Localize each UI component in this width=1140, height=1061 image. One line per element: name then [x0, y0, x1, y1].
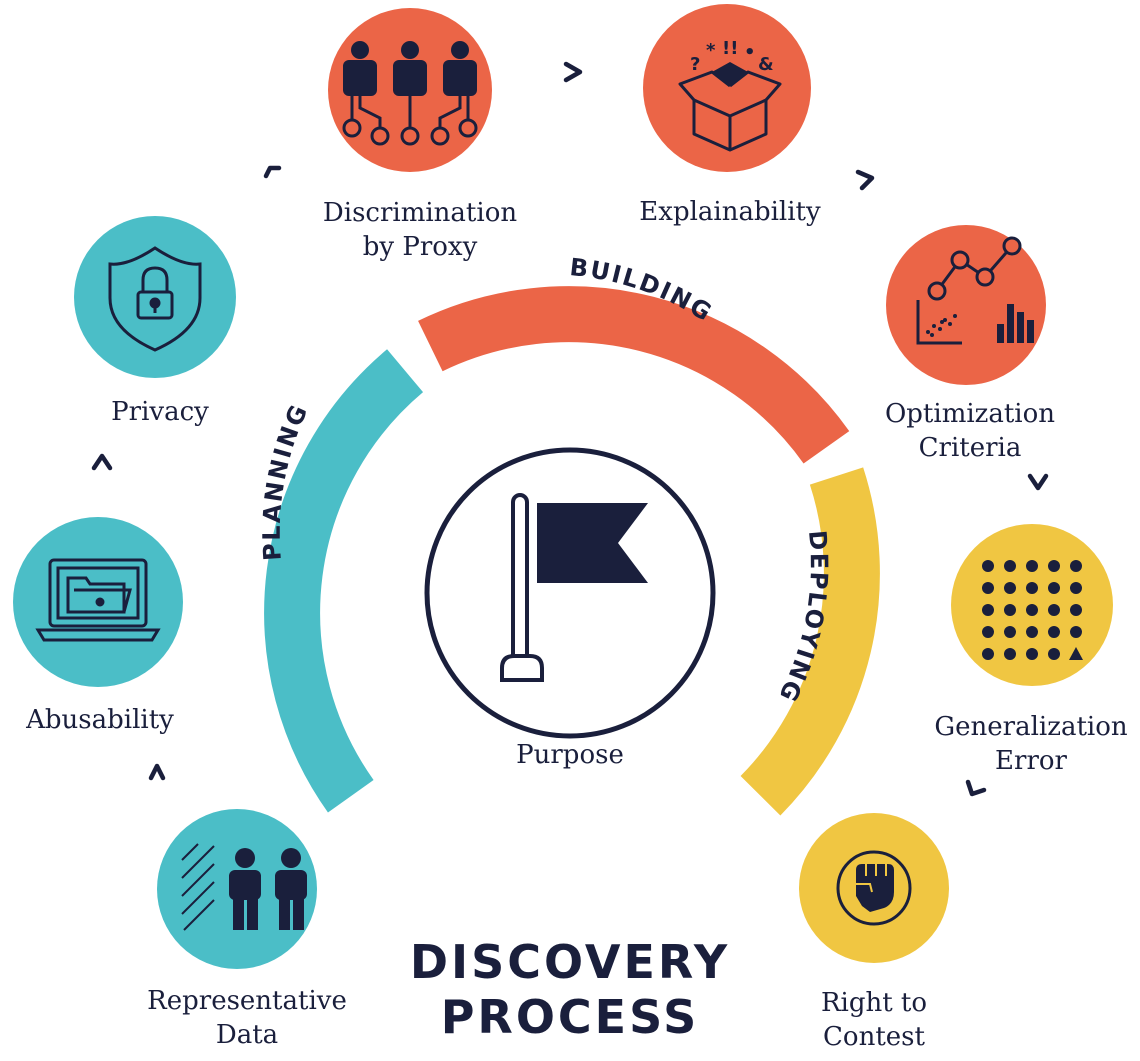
diagram-title-line1: DISCOVERY	[409, 935, 731, 989]
svg-text:!!: !!	[722, 38, 738, 59]
fist-icon	[836, 850, 912, 926]
optimization-label: Optimization Criteria	[884, 399, 1056, 463]
dot-mark	[1048, 648, 1060, 660]
dot-grid-icon	[982, 560, 1083, 660]
dot-mark	[1026, 648, 1038, 660]
dot-mark	[1048, 582, 1060, 594]
discrimination-label: Discrimination by Proxy	[322, 198, 518, 262]
chevron-icon-6	[1027, 473, 1049, 491]
network-people-icon	[342, 41, 478, 146]
laptop-folder-icon	[35, 558, 161, 642]
dot-mark	[1048, 560, 1060, 572]
chevron-icon-2	[91, 453, 113, 471]
dot-mark	[982, 626, 994, 638]
representative-data-label: Representative Data	[147, 986, 347, 1050]
charts-icon	[916, 236, 1034, 345]
flag-icon	[500, 493, 648, 682]
dot-mark	[1026, 560, 1038, 572]
dot-mark	[982, 604, 994, 616]
building-arc	[418, 286, 850, 464]
dot-mark	[982, 560, 994, 572]
deploying-arc	[740, 467, 880, 816]
dot-mark	[1026, 582, 1038, 594]
chevron-icon-7	[965, 779, 987, 797]
dot-mark	[1004, 626, 1016, 638]
dot-mark	[982, 648, 994, 660]
privacy-circle	[74, 216, 236, 378]
optimization-circle	[886, 225, 1046, 385]
dot-mark	[1004, 560, 1016, 572]
generalization-label: Generalization Error	[934, 712, 1128, 776]
planning-arc	[264, 349, 424, 813]
dot-mark	[1048, 626, 1060, 638]
dot-mark	[1004, 582, 1016, 594]
people-icon	[181, 843, 307, 931]
purpose-label: Purpose	[516, 740, 624, 770]
chevron-icon-4	[563, 61, 583, 83]
dot-mark	[1070, 604, 1082, 616]
shield-lock-icon	[108, 246, 202, 352]
dot-mark	[1026, 626, 1038, 638]
triangle-mark	[1069, 647, 1083, 660]
purpose-circle	[424, 447, 716, 739]
abusability-label: Abusability	[26, 705, 174, 735]
right-to-contest-label: Right to Contest	[820, 988, 928, 1052]
dot-mark	[982, 582, 994, 594]
chevron-icon-1	[148, 763, 166, 781]
dot-mark	[1026, 604, 1038, 616]
dot-mark	[1070, 626, 1082, 638]
explainability-circle	[643, 4, 811, 172]
open-box-icon: ? * !! • &	[678, 38, 782, 152]
explainability-label: Explainability	[639, 197, 821, 227]
privacy-label: Privacy	[111, 397, 209, 427]
chevron-icon-3	[263, 165, 282, 179]
diagram-title-line2: PROCESS	[440, 990, 700, 1044]
dot-mark	[1004, 648, 1016, 660]
dot-mark	[1048, 604, 1060, 616]
chevron-icon-5	[855, 169, 875, 191]
dot-mark	[1004, 604, 1016, 616]
dot-mark	[1070, 582, 1082, 594]
arrow-chevrons	[91, 61, 1049, 797]
dot-mark	[1070, 560, 1082, 572]
svg-text:?: ?	[690, 54, 700, 75]
svg-text:*: *	[706, 40, 716, 61]
svg-text:•: •	[744, 42, 756, 63]
svg-text:&: &	[758, 54, 774, 75]
